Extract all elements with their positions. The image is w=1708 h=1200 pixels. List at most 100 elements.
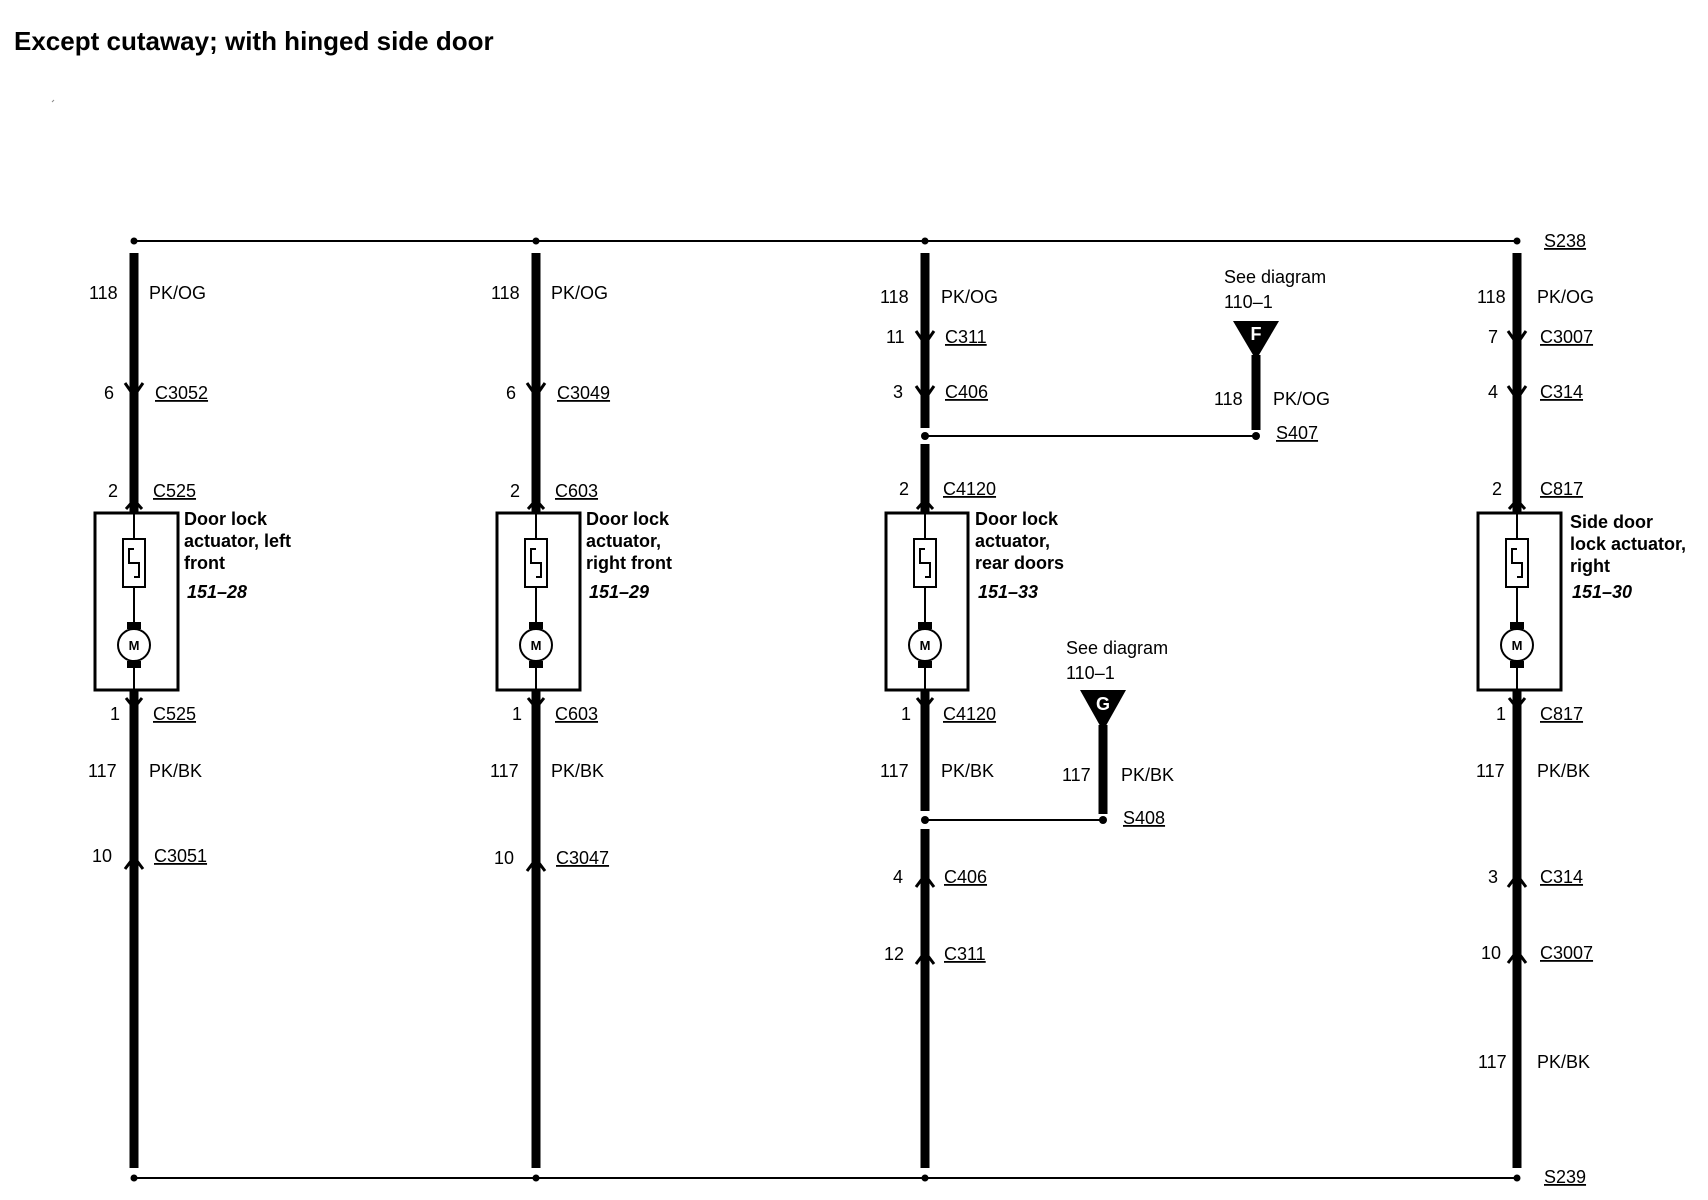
circuit-number: 117 [880,761,909,781]
connector-pin: 6 [104,383,114,403]
circuit-number: 117 [490,761,519,781]
motor-label: M [920,638,931,653]
connector-arrow-icon [124,497,144,510]
connector-id: C817 [1540,479,1583,499]
component-page-ref: 151–33 [978,582,1038,602]
circuit-number: 117 [1476,761,1505,781]
component-name-line1: Door lock [184,509,268,529]
splice-dot [1513,237,1521,245]
connector-pin: 1 [1496,704,1506,724]
connector-arrow-icon [526,697,546,711]
connector-id: C525 [153,704,196,724]
circuit-number: 118 [1214,389,1243,409]
reference-g-branch: See diagram 110–1 G 117 PK/BK S408 [1062,638,1174,828]
splice-dot [1099,816,1107,824]
circuit-number: 118 [880,287,909,307]
splice-dot [921,237,929,245]
splice-label-s238: S238 [1544,231,1586,251]
circuit-color: PK/BK [1121,765,1174,785]
circuit-number: 117 [1062,765,1091,785]
connector-pin: 10 [92,846,112,866]
connector-id: C4120 [943,479,996,499]
connector-id: C406 [944,867,987,887]
diagram-title: Except cutaway; with hinged side door [14,26,494,56]
connector-arrow-icon [1506,948,1528,964]
connector-pin: 2 [899,479,909,499]
circuit-color: PK/OG [149,283,206,303]
connector-arrow-icon [914,330,936,347]
splice-dot [1513,1174,1521,1182]
connector-arrow-icon [124,697,144,711]
component-name-line1: Side door [1570,512,1653,532]
reference-page: 110–1 [1224,292,1273,312]
circuit-color: PK/BK [551,761,604,781]
reference-see-diagram: See diagram [1224,267,1326,287]
connector-pin: 2 [1492,479,1502,499]
component-name-line2: actuator, [586,531,661,551]
connector-id: C3007 [1540,943,1593,963]
splice-label-s408: S408 [1123,808,1165,828]
splice-dot [532,1174,540,1182]
connector-arrow-icon [1506,330,1528,347]
reference-f-branch: See diagram 110–1 F 118 PK/OG S407 [1214,267,1330,443]
connector-pin: 10 [494,848,514,868]
connector-pin: 4 [893,867,903,887]
connector-id: C314 [1540,867,1583,887]
connector-arrow-icon [915,697,935,711]
splice-label-s407: S407 [1276,423,1318,443]
circuit-color: PK/OG [551,283,608,303]
column-right-front: 118 PK/OG 6 C3049 2 C603 M Door lock act… [490,253,672,1168]
motor-label: M [129,638,140,653]
circuit-number: 118 [1477,287,1506,307]
connector-id: C3007 [1540,327,1593,347]
connector-arrow-icon [526,497,546,510]
flag-letter: F [1251,324,1262,344]
circuit-number: 118 [89,283,118,303]
component-name-line1: Door lock [975,509,1059,529]
splice-dot [130,237,138,245]
connector-pin: 6 [506,383,516,403]
connector-id: C3049 [557,383,610,403]
circuit-number: 117 [1478,1052,1507,1072]
connector-arrow-icon [1506,872,1528,888]
column-left-front: 118 PK/OG 6 C3052 2 C525 M Door lock act… [88,253,291,1168]
connector-id: C525 [153,481,196,501]
splice-dot [532,237,540,245]
motor-label: M [531,638,542,653]
component-name-line3: right front [586,553,672,573]
connector-id: C817 [1540,704,1583,724]
component-name-line2: actuator, left [184,531,291,551]
component-name-line3: right [1570,556,1610,576]
connector-id: C311 [944,944,986,964]
connector-pin: 4 [1488,382,1498,402]
circuit-number: 118 [491,283,520,303]
connector-arrow-icon [1506,385,1528,402]
flag-f-icon [1233,321,1279,360]
connector-pin: 12 [884,944,904,964]
connector-pin: 1 [512,704,522,724]
circuit-color: PK/OG [1273,389,1330,409]
connector-arrow-icon [914,385,936,402]
connector-arrow-icon [1507,497,1527,510]
connector-arrow-icon [915,497,935,510]
splice-label-s239: S239 [1544,1167,1586,1187]
column-rear-doors: 118 PK/OG 11 C311 3 C406 2 C4120 M Door … [880,253,1256,1168]
connector-arrow-icon [123,382,145,399]
connector-arrow-icon [914,949,936,965]
connector-arrow-icon [123,854,145,870]
circuit-color: PK/OG [941,287,998,307]
component-name-line3: front [184,553,225,573]
connector-arrow-icon [525,856,547,872]
connector-pin: 2 [510,481,520,501]
connector-pin: 11 [886,327,905,347]
circuit-color: PK/OG [1537,287,1594,307]
component-page-ref: 151–29 [589,582,649,602]
splice-dot [921,1174,929,1182]
connector-id: C314 [1540,382,1583,402]
reference-page: 110–1 [1066,663,1115,683]
connector-pin: 10 [1481,943,1501,963]
connector-id: C603 [555,481,598,501]
connector-pin: 2 [108,481,118,501]
splice-dot [130,1174,138,1182]
